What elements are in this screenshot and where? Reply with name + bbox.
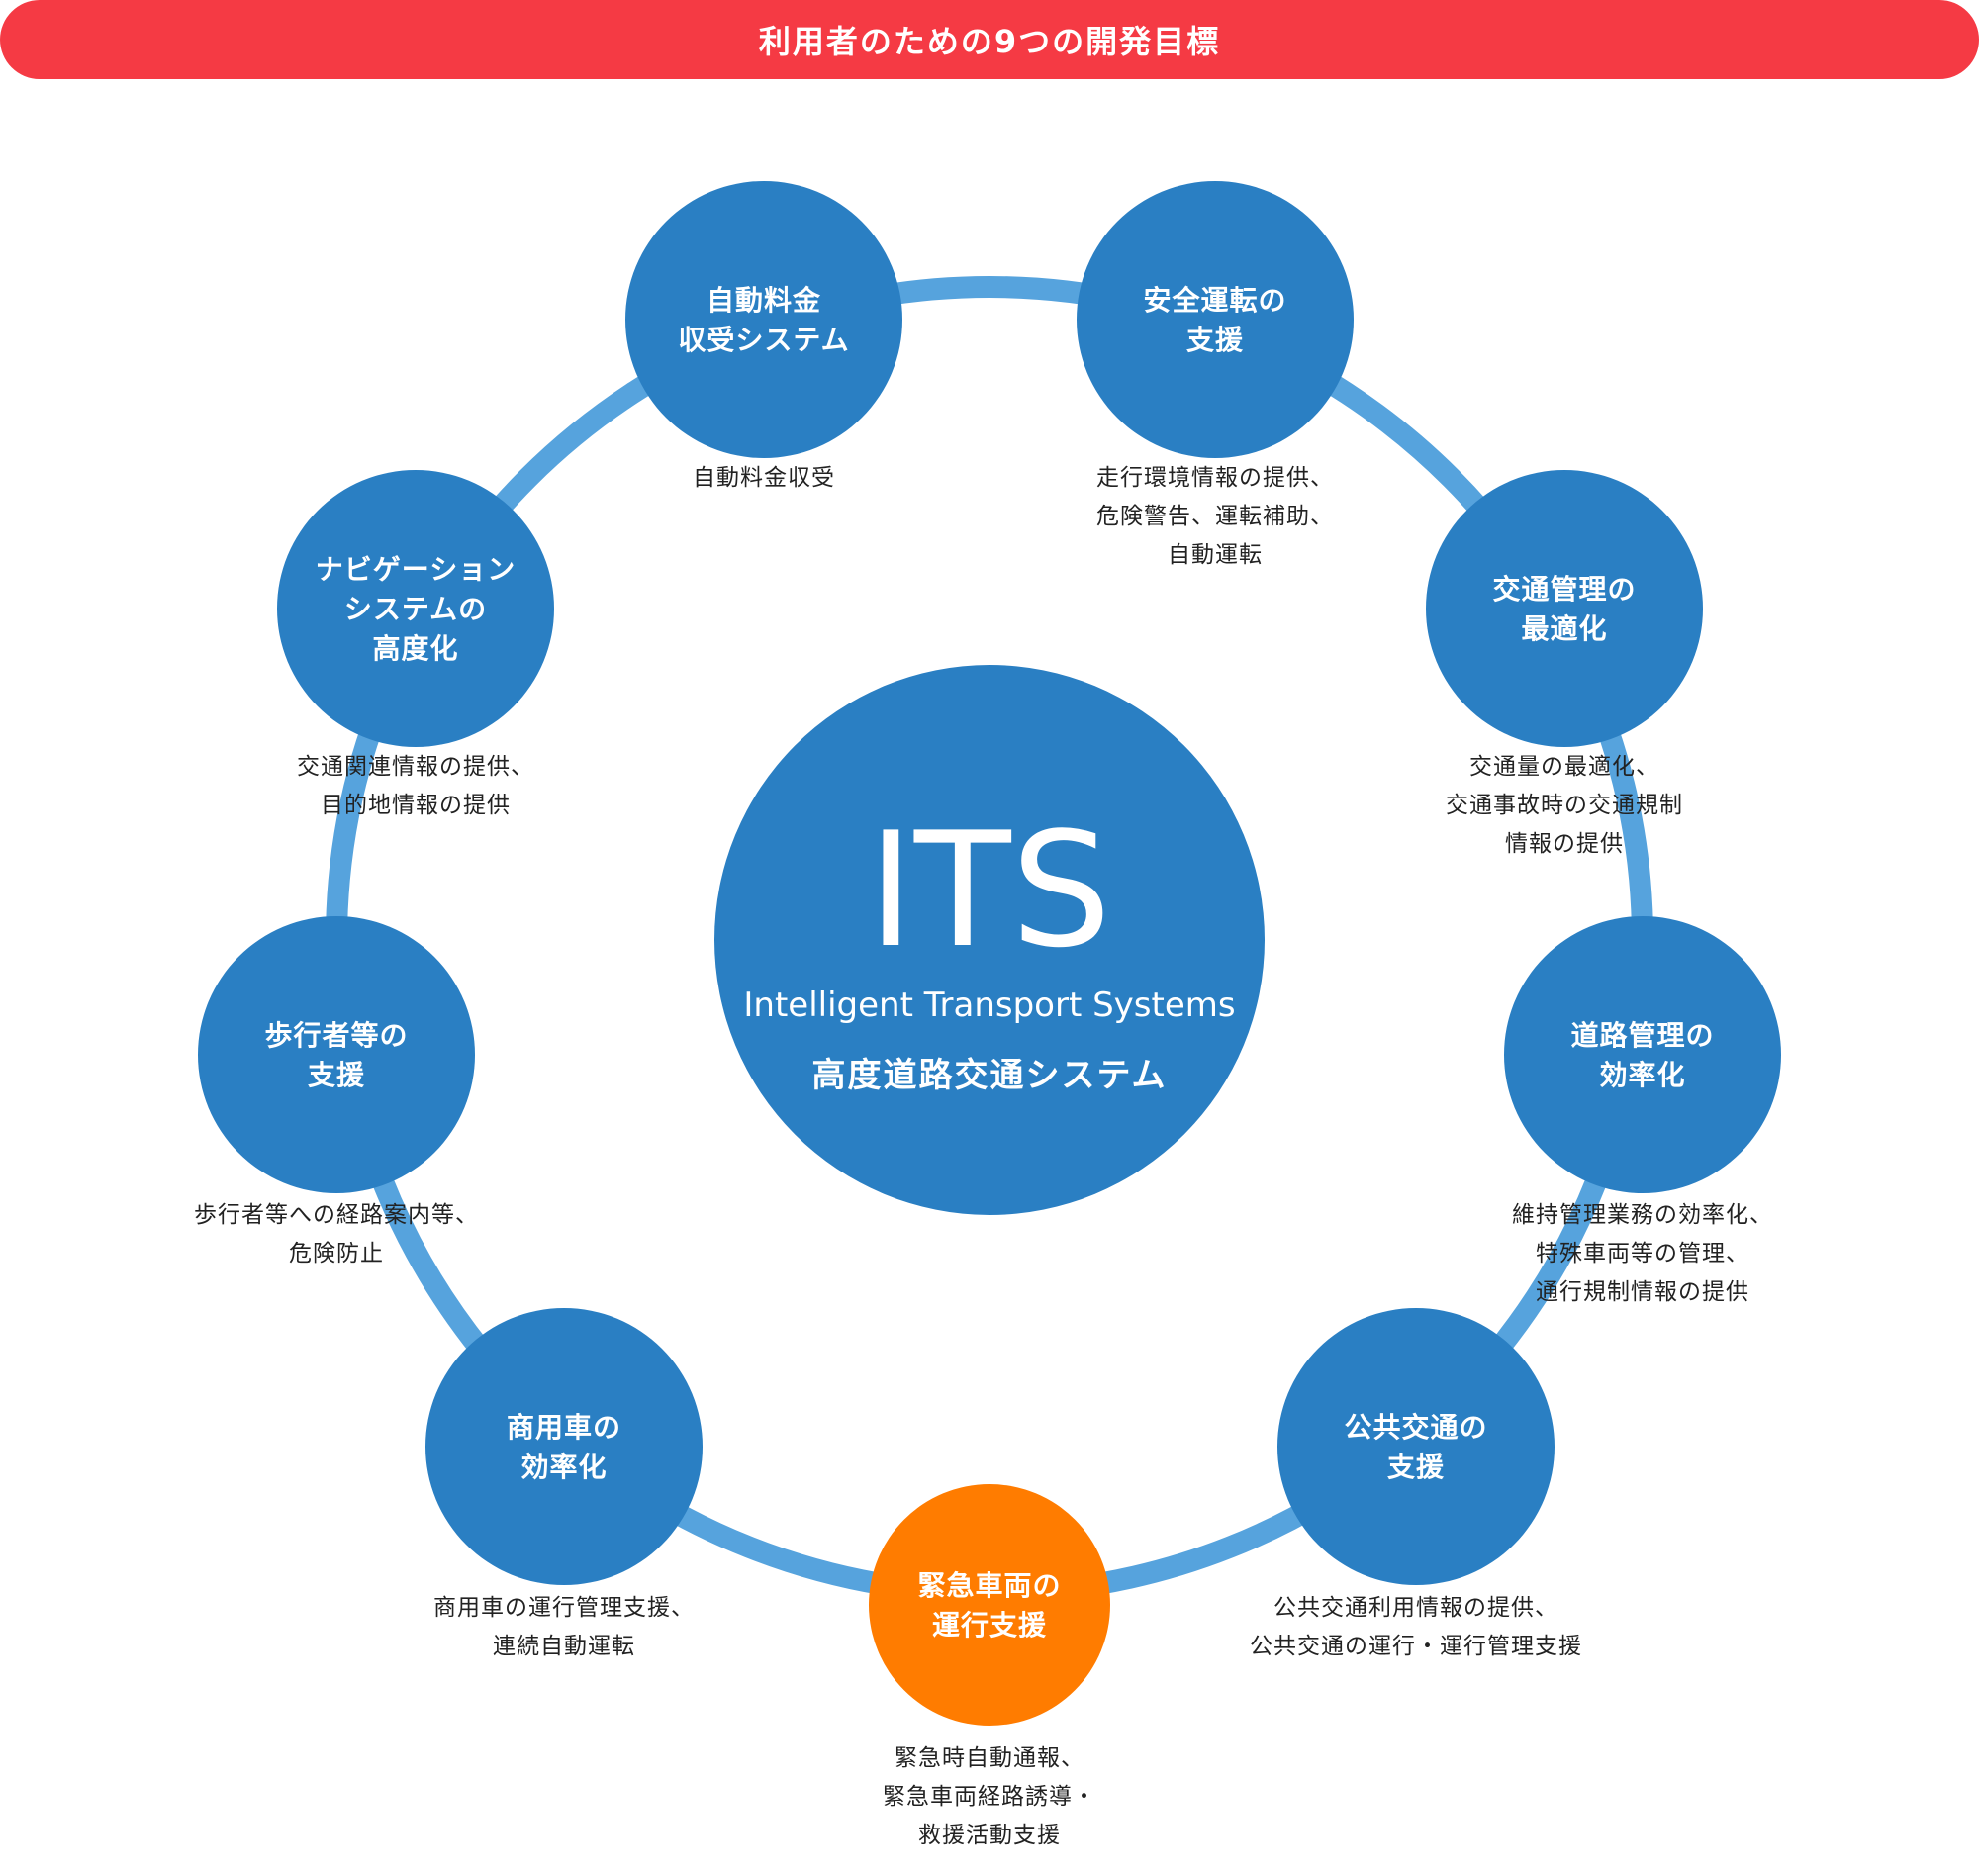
goal-circle-toll	[625, 181, 902, 458]
goal-label-line: 支援	[1387, 1451, 1445, 1483]
goal-label-line: 道路管理の	[1570, 1019, 1714, 1052]
goal-circle-traffic-mgmt	[1426, 470, 1703, 747]
goal-circle-commercial	[425, 1308, 703, 1585]
goal-description-line: 維持管理業務の効率化、	[1512, 1202, 1773, 1228]
goal-description-line: 公共交通の運行・運行管理支援	[1250, 1634, 1582, 1659]
goal-description-line: 通行規制情報の提供	[1536, 1279, 1749, 1305]
goal-circle-road-mgmt	[1504, 916, 1781, 1193]
goal-description-line: 特殊車両等の管理、	[1536, 1241, 1749, 1266]
goal-description-line: 交通量の最適化、	[1469, 754, 1659, 780]
goal-label-line: 収受システム	[678, 324, 849, 356]
goal-description-line: 交通関連情報の提供、	[297, 754, 534, 780]
goal-description-line: 危険防止	[289, 1241, 384, 1266]
goal-label-line: 運行支援	[932, 1609, 1047, 1642]
goal-description-line: 危険警告、運転補助、	[1096, 504, 1334, 529]
goal-circle-pedestrian	[198, 916, 475, 1193]
goal-description-line: 救援活動支援	[918, 1823, 1061, 1848]
center-circle: ITS Intelligent Transport Systems 高度道路交通…	[714, 665, 1265, 1215]
goal-label-line: 効率化	[520, 1451, 607, 1483]
goal-description-line: 走行環境情報の提供、	[1096, 465, 1334, 491]
goal-label-line: システムの	[344, 593, 487, 625]
goal-label-line: 支援	[1186, 324, 1244, 356]
goal-description-line: 交通事故時の交通規制	[1446, 793, 1683, 818]
goal-description-line: 情報の提供	[1505, 831, 1624, 857]
goal-label-line: 支援	[308, 1059, 365, 1091]
goal-label-line: 交通管理の	[1492, 573, 1636, 606]
goal-label-line: 安全運転の	[1143, 284, 1286, 317]
header-bar: 利用者のための9つの開発目標	[0, 0, 1979, 79]
goal-description-line: 自動運転	[1168, 542, 1263, 568]
goal-circle-safe-driving	[1077, 181, 1354, 458]
goal-label-line: 公共交通の	[1344, 1411, 1487, 1444]
goal-description-line: 商用車の運行管理支援、	[433, 1595, 695, 1621]
goal-description-line: 緊急時自動通報、	[895, 1745, 1084, 1771]
goal-label-line: 高度化	[372, 632, 458, 665]
its-acronym: ITS	[868, 797, 1111, 983]
goal-description-line: 連続自動運転	[493, 1634, 635, 1659]
goal-description-line: 歩行者等への経路案内等、	[194, 1202, 479, 1228]
goal-nodes: 自動料金収受システム自動料金収受安全運転の支援走行環境情報の提供、危険警告、運転…	[194, 181, 1781, 1848]
goal-label-line: 緊急車両の	[917, 1569, 1061, 1602]
goal-circle-emergency	[869, 1484, 1110, 1726]
goal-label-line: 商用車の	[507, 1411, 621, 1444]
its-english-name: Intelligent Transport Systems	[743, 985, 1235, 1025]
goal-circle-public-transport	[1277, 1308, 1555, 1585]
goal-label-line: 歩行者等の	[264, 1019, 408, 1052]
goal-label-line: 最適化	[1521, 612, 1607, 645]
center-circle-shape	[714, 665, 1265, 1215]
goal-circle-navigation	[277, 470, 554, 747]
goal-label-line: 自動料金	[707, 284, 821, 317]
goal-description-line: 公共交通利用情報の提供、	[1273, 1595, 1558, 1621]
its-japanese-name: 高度道路交通システム	[812, 1056, 1168, 1095]
goal-description-line: 緊急車両経路誘導・	[883, 1784, 1096, 1810]
goal-label-line: 効率化	[1599, 1059, 1685, 1091]
header-title: 利用者のための9つの開発目標	[758, 23, 1221, 60]
goal-description-line: 自動料金収受	[693, 465, 835, 491]
goal-description-line: 目的地情報の提供	[321, 793, 511, 818]
goal-label-line: ナビゲーション	[316, 553, 516, 586]
